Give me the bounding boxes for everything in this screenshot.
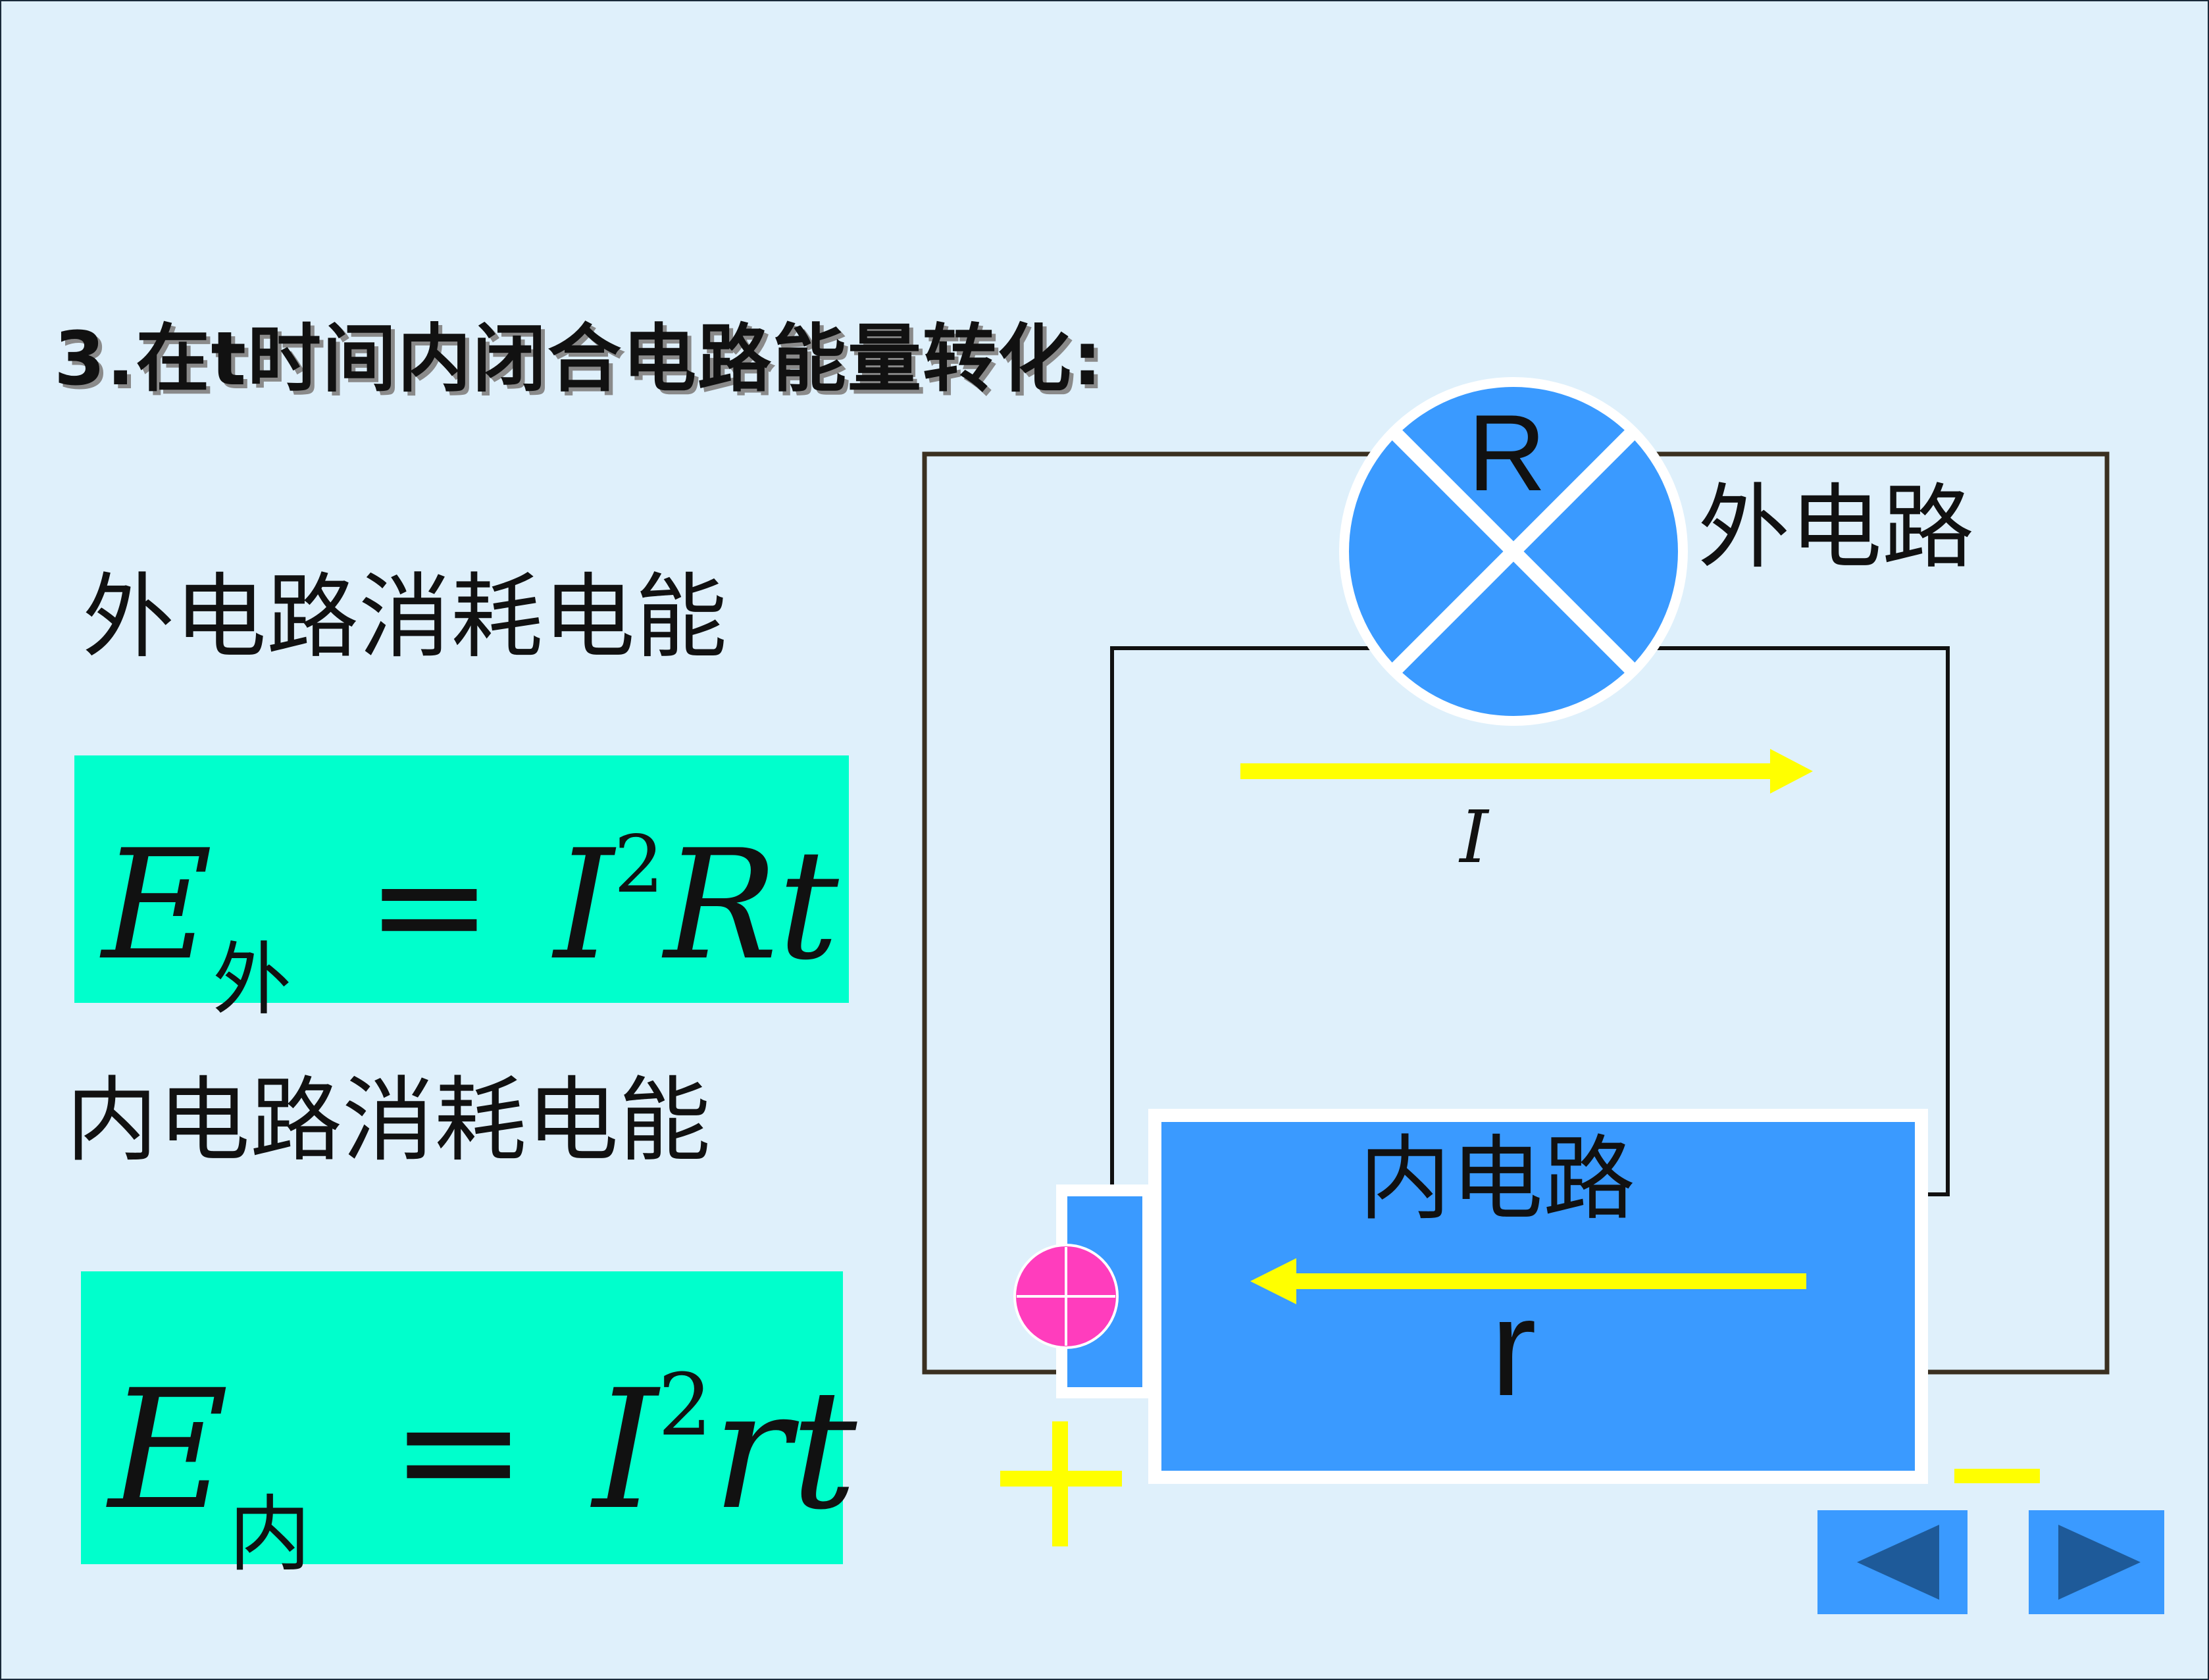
formula-exponent: 2 (657, 1355, 713, 1455)
formula-equals: = (389, 1354, 528, 1546)
next-triangle-icon (2058, 1525, 2141, 1600)
plus-terminal-icon (1000, 1421, 1122, 1546)
formula-i: I (553, 818, 614, 994)
formula-rest: rt (712, 1354, 857, 1546)
inner-formula-box (81, 1271, 843, 1564)
next-button[interactable] (2029, 1510, 2164, 1614)
formula-i: I (592, 1354, 658, 1546)
positive-charge-icon (1013, 1244, 1119, 1349)
outer-formula-box (74, 755, 849, 1003)
outer-circuit-label: 外电路 (1698, 476, 1974, 579)
formula-subscript: 外 (212, 934, 292, 1026)
outer-wire-left (922, 451, 1382, 1375)
prev-triangle-icon (1857, 1525, 1939, 1600)
prev-button[interactable] (1817, 1510, 1968, 1614)
inner-wire-right (1645, 646, 1950, 1196)
internal-resistance-label: r (1490, 1270, 1536, 1425)
inner-consumption-label: 内电路消耗电能 (66, 1067, 711, 1175)
formula-rest: Rt (664, 818, 839, 994)
slide-title: 3.在t时间内闭合电路能量转化: (54, 317, 1104, 402)
outer-formula: E外 = I2Rt (102, 780, 839, 1066)
resistor-lamp-icon (1339, 377, 1688, 726)
formula-e: E (109, 1354, 229, 1546)
current-label: I (1458, 795, 1490, 879)
outer-current-arrow-icon (1240, 749, 1813, 794)
inner-wire-left (1110, 646, 1382, 1191)
resistor-label: R (1467, 392, 1546, 513)
outer-wire-right (1645, 451, 2110, 1375)
outer-consumption-label: 外电路消耗电能 (82, 564, 728, 671)
inner-formula: E内 = I2rt (109, 1310, 857, 1631)
inner-circuit-label: 内电路 (1359, 1127, 1635, 1231)
inner-current-arrow-icon (1250, 1258, 1806, 1304)
formula-equals: = (366, 818, 493, 994)
formula-subscript: 内 (228, 1487, 311, 1583)
formula-exponent: 2 (613, 819, 665, 911)
minus-terminal-icon (1954, 1469, 2040, 1483)
formula-e: E (102, 818, 213, 994)
